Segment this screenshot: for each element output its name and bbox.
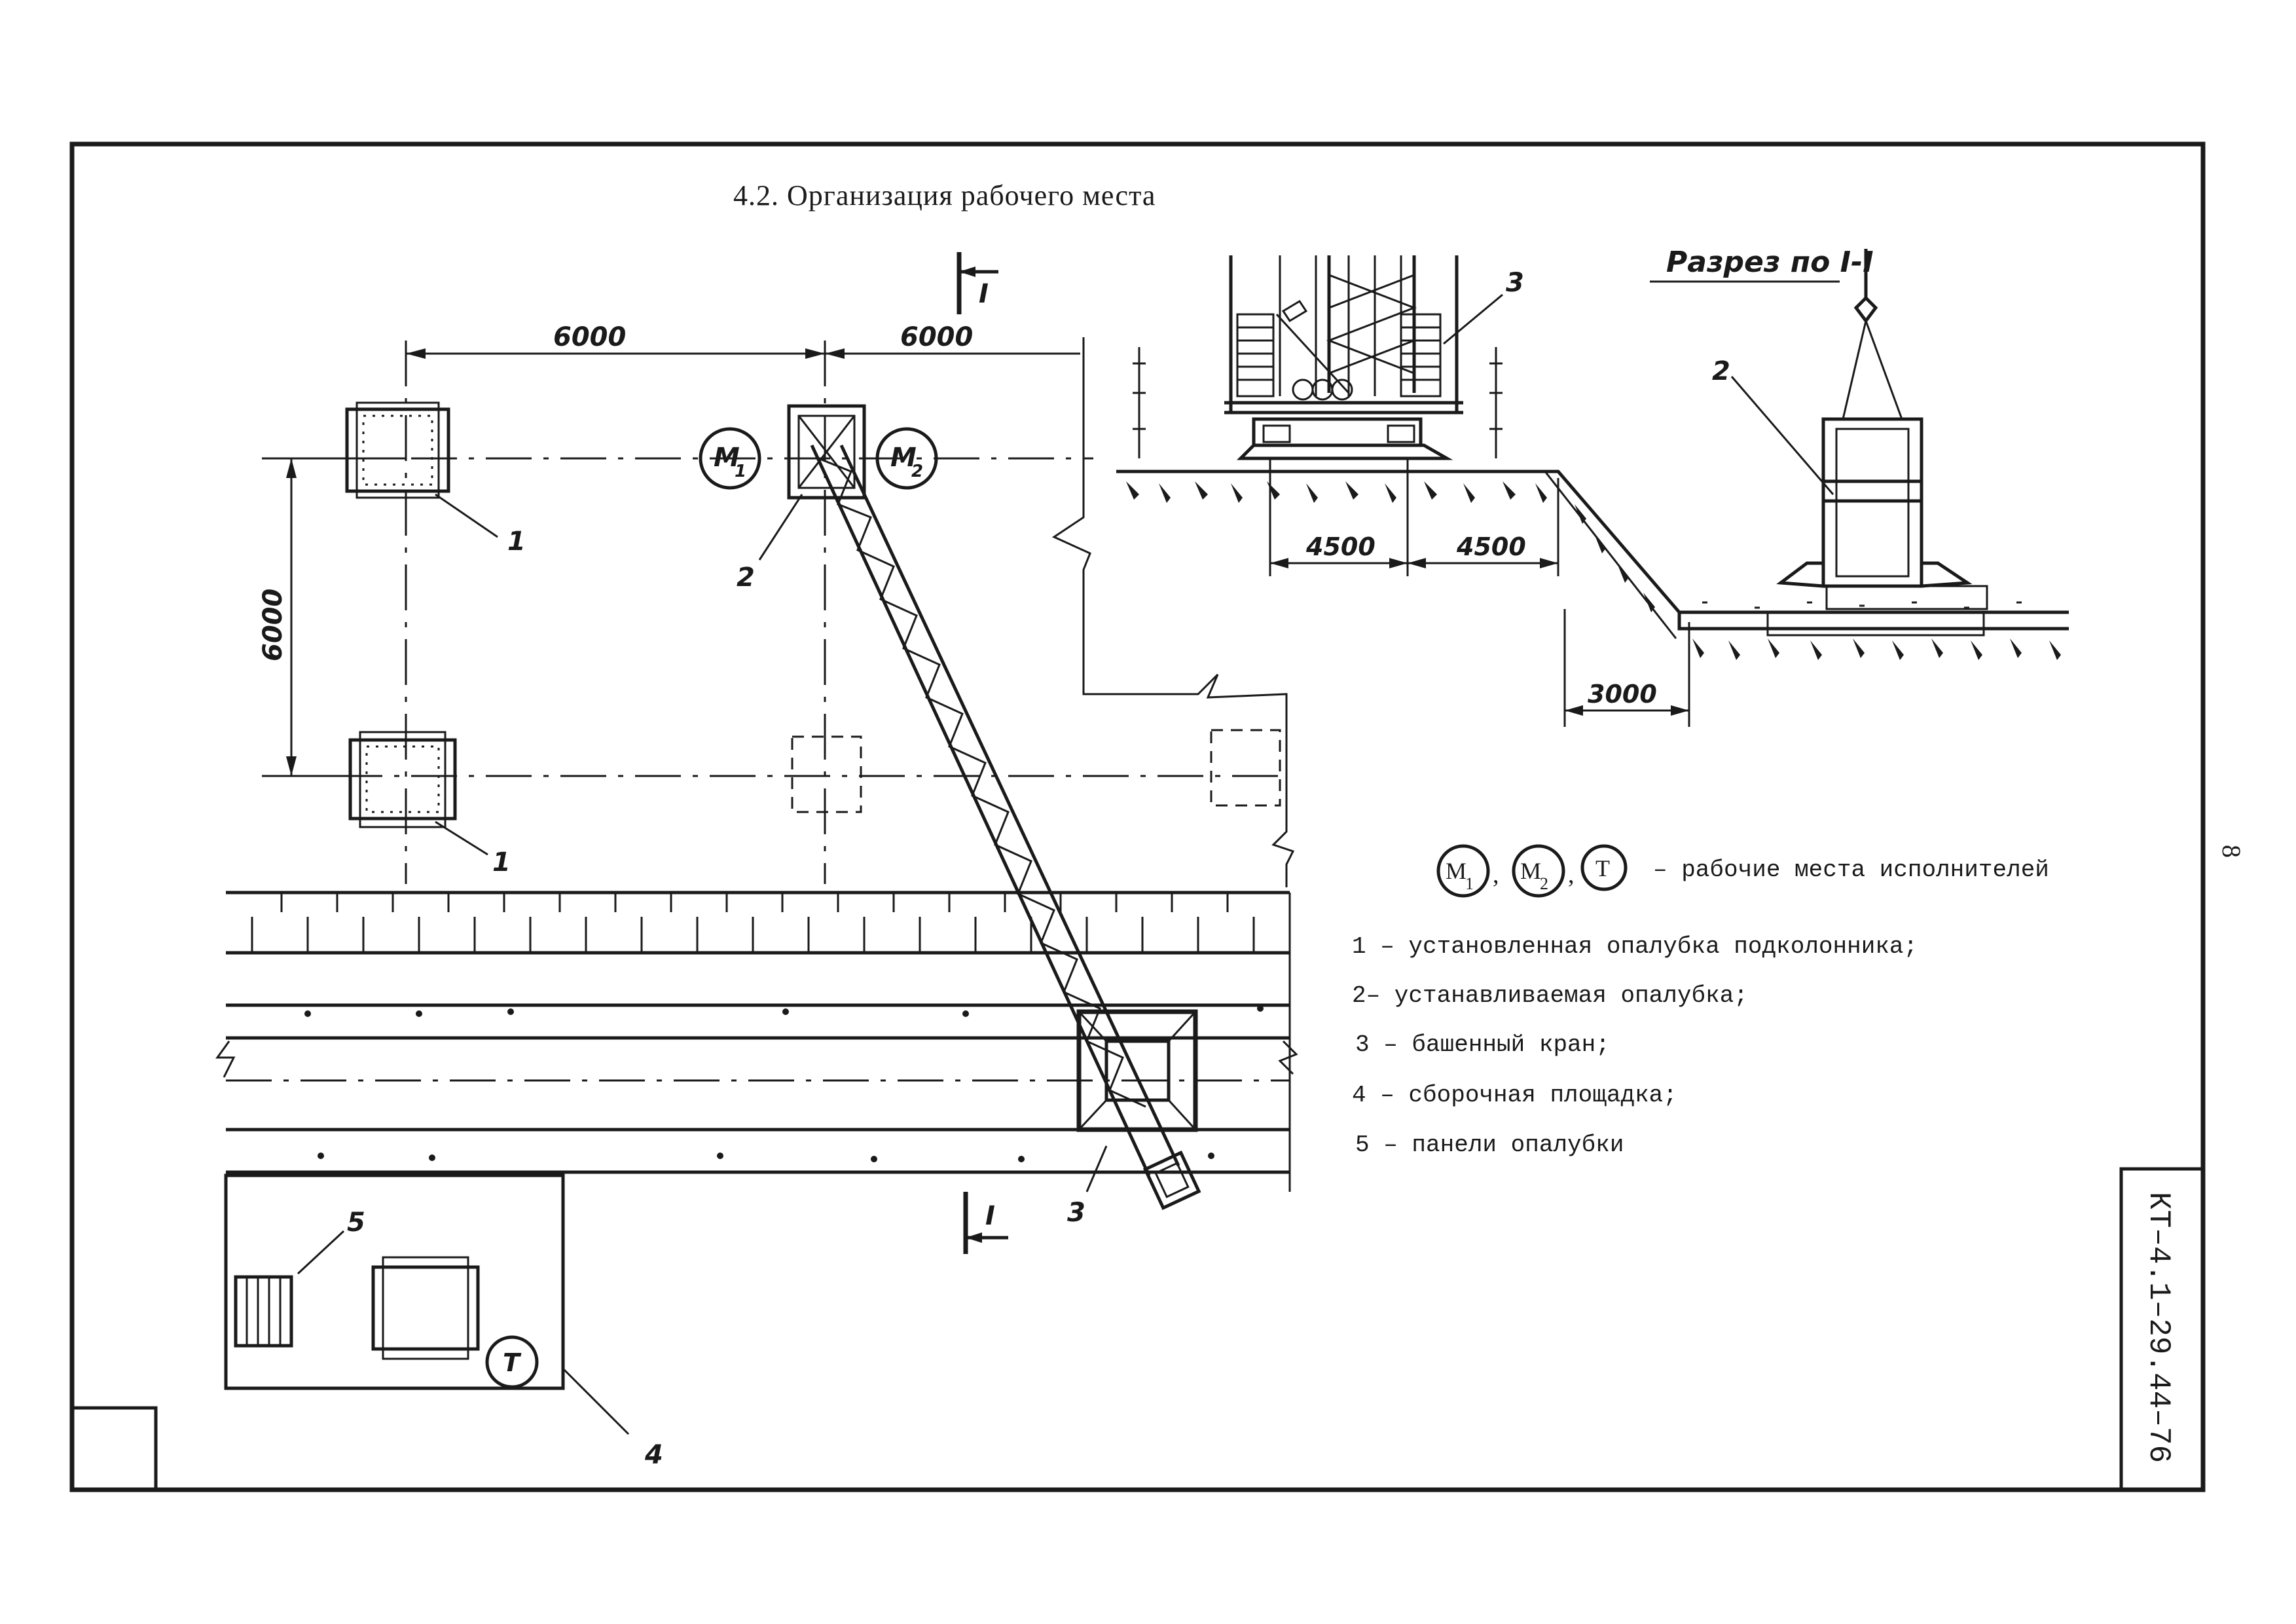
legend-t-letter: T — [1595, 855, 1610, 881]
dim-section-right: 4500 — [1456, 532, 1526, 561]
legend-item-3: 3 – башенный кран; — [1355, 1031, 1610, 1058]
corner-stamp-box — [70, 1406, 158, 1492]
workplace-m2-marker: M 2 — [875, 427, 938, 490]
legend-workplaces-line: M 1 , M 2 , T – рабочие места исполнител… — [1436, 844, 2049, 898]
callout-1-bottom: 1 — [492, 847, 511, 877]
section-label-bottom: I — [985, 1201, 995, 1231]
section-dimensions: 4500 4500 3000 — [1269, 458, 1690, 727]
legend-item-2: 2– устанавливаемая опалубка; — [1352, 982, 1748, 1009]
dim-left-vertical: 6000 — [258, 589, 288, 661]
legend-m2-sub: 2 — [1540, 874, 1548, 893]
callout-3-section-leader — [1443, 293, 1503, 345]
callout-2-section: 2 — [1712, 356, 1730, 386]
crane-base — [1076, 1009, 1198, 1132]
crane-boom — [810, 444, 1201, 1210]
workplace-m2-sub: 2 — [911, 462, 923, 481]
page-title: 4.2. Организация рабочего места — [733, 179, 1156, 212]
callout-3-section: 3 — [1506, 268, 1524, 298]
legend-sep-2: , — [1568, 861, 1575, 889]
callout-5: 5 — [347, 1208, 365, 1238]
document-code: КТ–4.1–29.44–76 — [2141, 1192, 2176, 1463]
tower-crane-elevation — [1224, 255, 1463, 460]
legend-m2-letter: M — [1520, 858, 1541, 884]
ground-profile — [1116, 470, 2069, 660]
section-title: Разрез по I-I — [1666, 246, 1874, 279]
section-mark-top: I — [957, 252, 998, 314]
callout-2-section-leader — [1730, 376, 1834, 495]
legend-sep-1: , — [1493, 861, 1499, 889]
future-formwork-1 — [791, 735, 862, 813]
workplace-m1-marker: M 1 — [699, 427, 761, 490]
legend-m1-letter: M — [1446, 858, 1467, 884]
dim-top-right: 6000 — [900, 322, 973, 352]
dim-top-left: 6000 — [553, 322, 626, 352]
dim-section-bottom: 3000 — [1588, 680, 1657, 709]
assembly-site: T — [224, 1173, 565, 1390]
workplace-t-marker: T — [485, 1335, 539, 1389]
installed-formwork-bottom — [348, 731, 457, 828]
workplace-m2-letter: M — [890, 443, 917, 473]
callout-4: 4 — [644, 1440, 663, 1470]
crane-counterweight-left — [1236, 313, 1275, 397]
formwork-panels-stack — [234, 1275, 293, 1348]
section-label-top: I — [979, 279, 989, 309]
legend-m1-sub: 1 — [1465, 874, 1474, 893]
installing-formwork — [787, 404, 866, 500]
future-formwork-2 — [1210, 729, 1281, 807]
legend: M 1 , M 2 , T – рабочие места исполнител… — [1352, 844, 2049, 1158]
callout-2-plan: 2 — [737, 563, 755, 593]
dim-section-left: 4500 — [1305, 532, 1376, 561]
callout-1-top: 1 — [507, 526, 526, 557]
dim-left: 6000 — [258, 457, 406, 777]
plan-break-line — [1051, 337, 1295, 887]
sheet-frame — [69, 141, 2206, 1492]
section-view: 4500 4500 3000 Разрез по I-I 3 2 — [1116, 246, 2069, 727]
plan-view: 6000 6000 6000 — [215, 252, 1298, 1470]
callout-3-plan: 3 — [1067, 1198, 1085, 1228]
legend-item-5: 5 – панели опалубки — [1355, 1132, 1624, 1158]
section-lifted-formwork — [1766, 249, 1988, 637]
doc-code-box — [2119, 1167, 2205, 1492]
page-number: 8 — [2217, 845, 2246, 858]
section-mark-bottom: I — [963, 1192, 1008, 1254]
legend-item-1: 1 – установленная опалубка подколонника; — [1352, 933, 1918, 960]
installed-formwork-top — [345, 401, 450, 499]
height-marker-right — [1489, 347, 1503, 458]
legend-workplaces-text: – рабочие места исполнителей — [1653, 857, 2049, 883]
workplace-t-letter: T — [503, 1348, 522, 1377]
formwork-on-site — [371, 1256, 480, 1360]
workplace-m1-letter: M — [714, 443, 740, 473]
plan-callouts: 1 1 2 3 5 4 — [297, 493, 1108, 1470]
crane-counterweight-right — [1400, 313, 1442, 397]
height-marker-left — [1133, 347, 1146, 458]
crane-track — [215, 891, 1298, 1192]
legend-item-4: 4 – сборочная площадка; — [1352, 1082, 1677, 1109]
workplace-m1-sub: 1 — [735, 462, 746, 481]
dim-top: 6000 6000 — [405, 322, 1080, 367]
